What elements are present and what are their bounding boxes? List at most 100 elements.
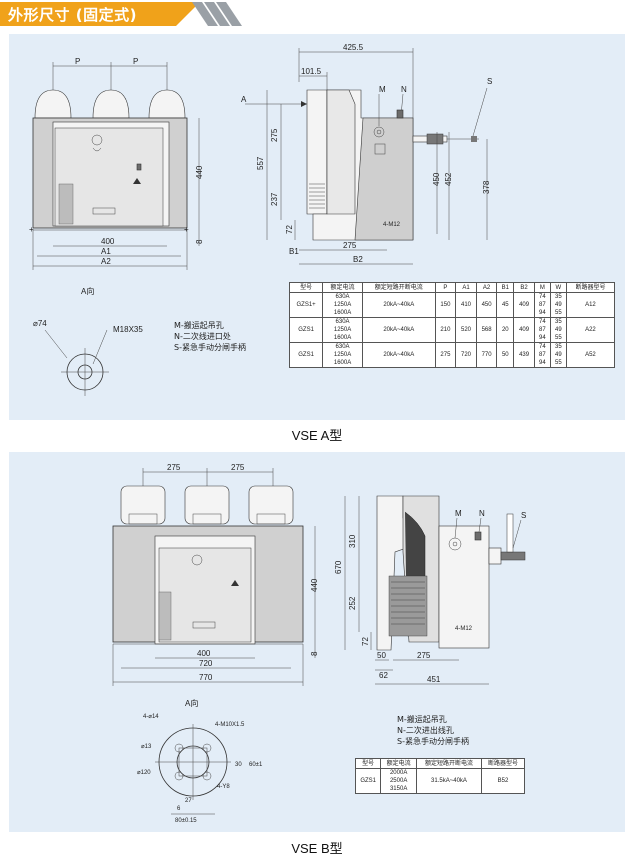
dim-a2: A2	[101, 257, 111, 266]
table-a-header: W	[549, 282, 567, 293]
legend-b: M-搬运起吊孔 N-二次进出线孔 S-紧急手动分闸手柄	[397, 714, 469, 747]
dim-m18: M18X35	[113, 325, 143, 334]
dim-275-bottom: 275	[343, 241, 357, 250]
table-b-header: 额定电流	[380, 758, 417, 769]
dim-b1: B1	[289, 247, 299, 256]
dim-378: 378	[482, 180, 491, 194]
dim-72: 72	[285, 225, 294, 234]
dim-b-440: 440	[310, 578, 319, 592]
label-s: S	[487, 77, 492, 86]
table-a-header: A2	[475, 282, 498, 293]
table-a-header: 断路器型号	[565, 282, 616, 293]
label-b-n: N	[479, 509, 485, 518]
dim-b-8: 8	[310, 651, 319, 656]
legend-b-s: S-紧急手动分闸手柄	[397, 737, 469, 746]
cell-currents-line: 1250A	[333, 327, 352, 333]
section-b-panel: 275 275 400 720 770	[9, 452, 625, 832]
cell-w-line: 55	[555, 335, 562, 341]
cell-model: GZS1	[354, 768, 382, 794]
label-b-m: M	[455, 509, 462, 518]
dim-450: 450	[432, 172, 441, 186]
cell-m-line: 74	[539, 344, 546, 350]
cell-breaking: 20kA~40kA	[361, 317, 436, 343]
section-b-drawing: 275 275 400 720 770	[112, 463, 526, 824]
table-a-header: 额定短路开断电流	[361, 282, 436, 293]
cell-currents-line: 630A	[335, 294, 350, 300]
label-m: M	[379, 85, 386, 94]
cell-model: GZS1	[288, 342, 324, 368]
dim-b-6: 6	[177, 806, 181, 812]
page-header: 外形尺寸 (固定式)	[0, 0, 634, 28]
dim-p1: P	[75, 57, 80, 66]
cell-w-line: 49	[555, 327, 562, 333]
cell-a2: 568	[475, 317, 498, 343]
cell-currents-line: 630A	[335, 319, 350, 325]
cell-m-line: 94	[539, 360, 546, 366]
cell-currents-line: 3150A	[389, 786, 408, 792]
view-a-a: A向 ⌀74 M18X35	[33, 286, 143, 396]
header-bar	[0, 2, 200, 26]
cell-p: 150	[434, 292, 457, 318]
caption-vse-a: VSE A型	[291, 428, 343, 443]
cell-currents-line: 2000A	[389, 770, 408, 776]
cell-type: A22	[565, 317, 616, 343]
dim-b-d120: ⌀120	[137, 770, 151, 776]
label-a: A	[241, 95, 247, 104]
cell-m-line: 74	[539, 294, 546, 300]
label-m12: 4-M12	[383, 222, 401, 228]
dim-275: 275	[270, 128, 279, 142]
cell-breaking: 20kA~40kA	[361, 342, 436, 368]
dim-b-252: 252	[348, 596, 357, 610]
cell-b1: 45	[496, 292, 515, 318]
dim-557: 557	[256, 156, 265, 170]
legend-b-m: M-搬运起吊孔	[397, 715, 447, 724]
legend-b-n: N-二次进出线孔	[397, 726, 454, 735]
dim-b-p2: 275	[231, 463, 245, 472]
svg-text:+: +	[29, 225, 34, 234]
label-b-s: S	[521, 511, 526, 520]
view-b-title: A向	[185, 698, 198, 708]
dim-a1: A1	[101, 247, 111, 256]
dim-b-60: 60±1	[249, 762, 263, 768]
cell-type: A52	[565, 342, 616, 368]
table-b-header: 额定短路开断电流	[415, 758, 483, 769]
caption-vse-b: VSE B型	[291, 841, 343, 856]
dim-425: 425.5	[343, 43, 364, 52]
dim-b-d13: ⌀13	[141, 744, 152, 750]
cell-currents-line: 2500A	[389, 778, 408, 784]
label-b-m12: 4-M12	[455, 626, 473, 632]
cell-currents-line: 1250A	[333, 302, 352, 308]
table-a-header: 型号	[288, 282, 324, 293]
cell-m-line: 74	[539, 319, 546, 325]
cell-breaking: 31.5kA~40kA	[415, 768, 483, 794]
label-n: N	[401, 85, 407, 94]
cell-a2: 770	[475, 342, 498, 368]
dim-b-72: 72	[361, 637, 370, 646]
dim-p2: P	[133, 57, 138, 66]
dim-b-80: 80±0.15	[175, 818, 197, 824]
cell-model: GZS1	[288, 317, 324, 343]
dim-b-62: 62	[379, 671, 388, 680]
front-view-a: P P 400 A1 A2	[29, 57, 204, 270]
cell-a1: 720	[455, 342, 477, 368]
cell-currents-line: 1600A	[333, 335, 352, 341]
dim-b-50: 50	[377, 651, 386, 660]
dim-237: 237	[270, 192, 279, 206]
header-stripes-icon	[192, 2, 242, 26]
cell-b2: 409	[513, 292, 535, 318]
cell-w-line: 55	[555, 360, 562, 366]
table-a-header: B1	[496, 282, 515, 293]
table-a-header: P	[434, 282, 457, 293]
cell-w-line: 35	[555, 294, 562, 300]
cell-m-line: 87	[539, 327, 546, 333]
legend-a-s: S-紧急手动分闸手柄	[174, 343, 246, 352]
cell-m-line: 87	[539, 302, 546, 308]
